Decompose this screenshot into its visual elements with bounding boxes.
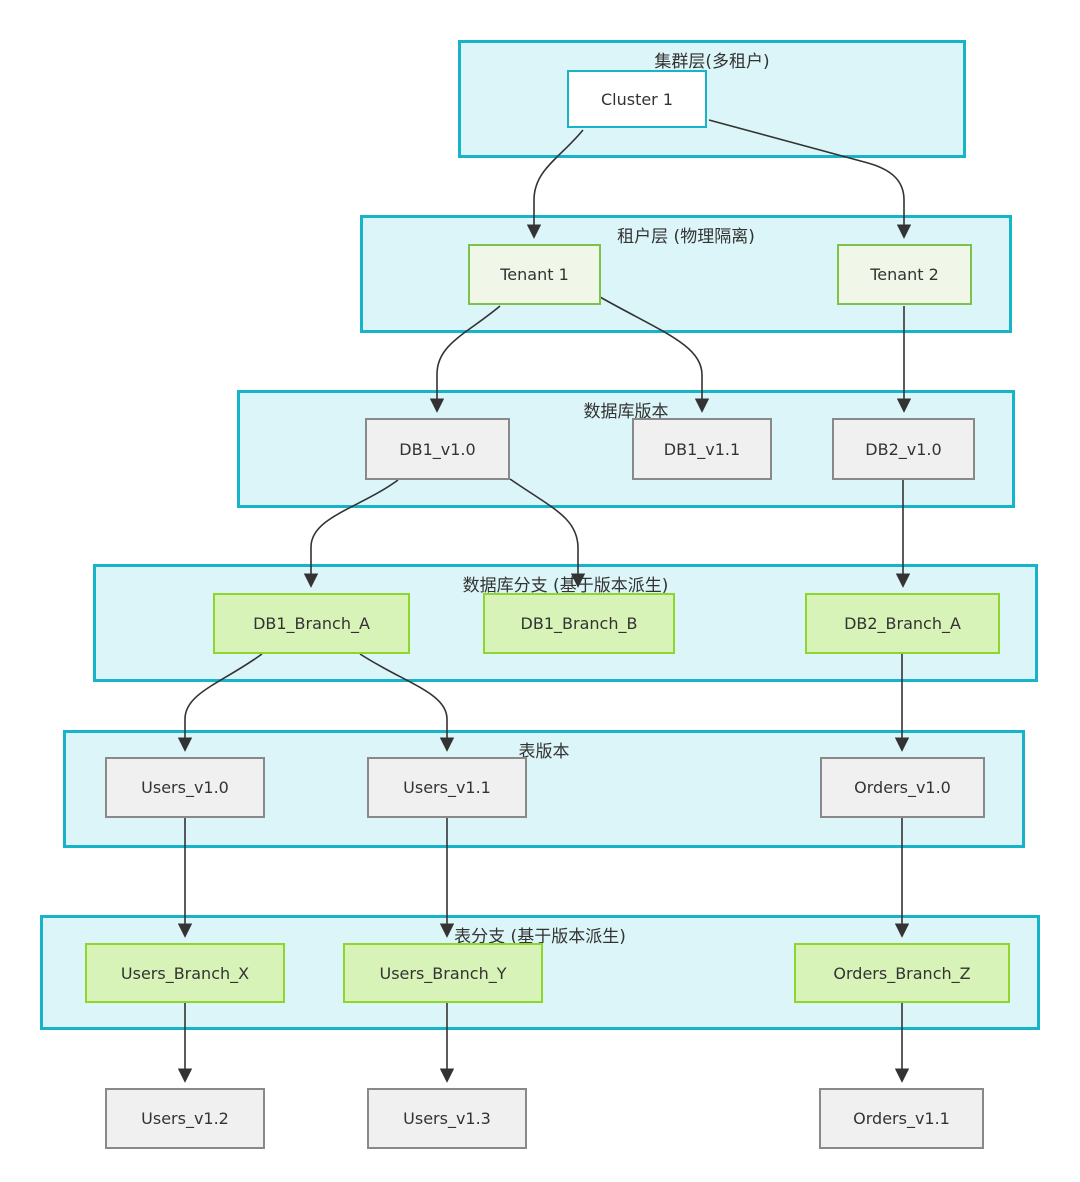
node-db1-v1-1: DB1_v1.1 [632, 418, 772, 480]
node-users-branch-y: Users_Branch_Y [343, 943, 543, 1003]
node-users-v1-0: Users_v1.0 [105, 757, 265, 818]
container-title-tenant-layer: 租户层 (物理隔离) [617, 227, 755, 247]
edge-cluster1-to-tenant1 [526, 129, 584, 239]
node-users-v1-2: Users_v1.2 [105, 1088, 265, 1149]
node-db2-branch-a: DB2_Branch_A [805, 593, 1000, 654]
node-db1-branch-a: DB1_Branch_A [213, 593, 410, 654]
container-title-db-version-layer: 数据库版本 [583, 402, 669, 422]
node-orders-v1-0: Orders_v1.0 [820, 757, 985, 818]
container-title-db-branch-layer: 数据库分支 (基于版本派生) [462, 576, 669, 596]
node-users-branch-x: Users_Branch_X [85, 943, 285, 1003]
edge-tenant1-to-db1_v1_1 [599, 296, 710, 413]
node-orders-v1-1: Orders_v1.1 [819, 1088, 984, 1149]
node-tenant2: Tenant 2 [837, 244, 972, 305]
edge-db1_v1_0-to-db1_branch_a [303, 479, 399, 588]
node-db1-branch-b: DB1_Branch_B [483, 593, 675, 654]
node-cluster1: Cluster 1 [567, 70, 707, 128]
container-title-table-branch-layer: 表分支 (基于版本派生) [454, 927, 626, 947]
node-db1-v1-0: DB1_v1.0 [365, 418, 510, 480]
edge-db1_branch_a-to-users_v1_0 [177, 653, 263, 752]
container-title-cluster-layer: 集群层(多租户) [654, 52, 770, 72]
edge-tenant1-to-db1_v1_0 [429, 305, 501, 413]
edge-db1_branch_a-to-users_v1_1 [359, 653, 455, 752]
node-db2-v1-0: DB2_v1.0 [832, 418, 975, 480]
node-users-v1-1: Users_v1.1 [367, 757, 527, 818]
container-title-table-version-layer: 表版本 [518, 742, 570, 762]
container-cluster-layer: 集群层(多租户) [458, 40, 966, 158]
edge-cluster1-to-tenant2 [708, 119, 912, 239]
node-users-v1-3: Users_v1.3 [367, 1088, 527, 1149]
node-orders-branch-z: Orders_Branch_Z [794, 943, 1010, 1003]
node-tenant1: Tenant 1 [468, 244, 601, 305]
edge-db1_v1_0-to-db1_branch_b [509, 478, 586, 588]
